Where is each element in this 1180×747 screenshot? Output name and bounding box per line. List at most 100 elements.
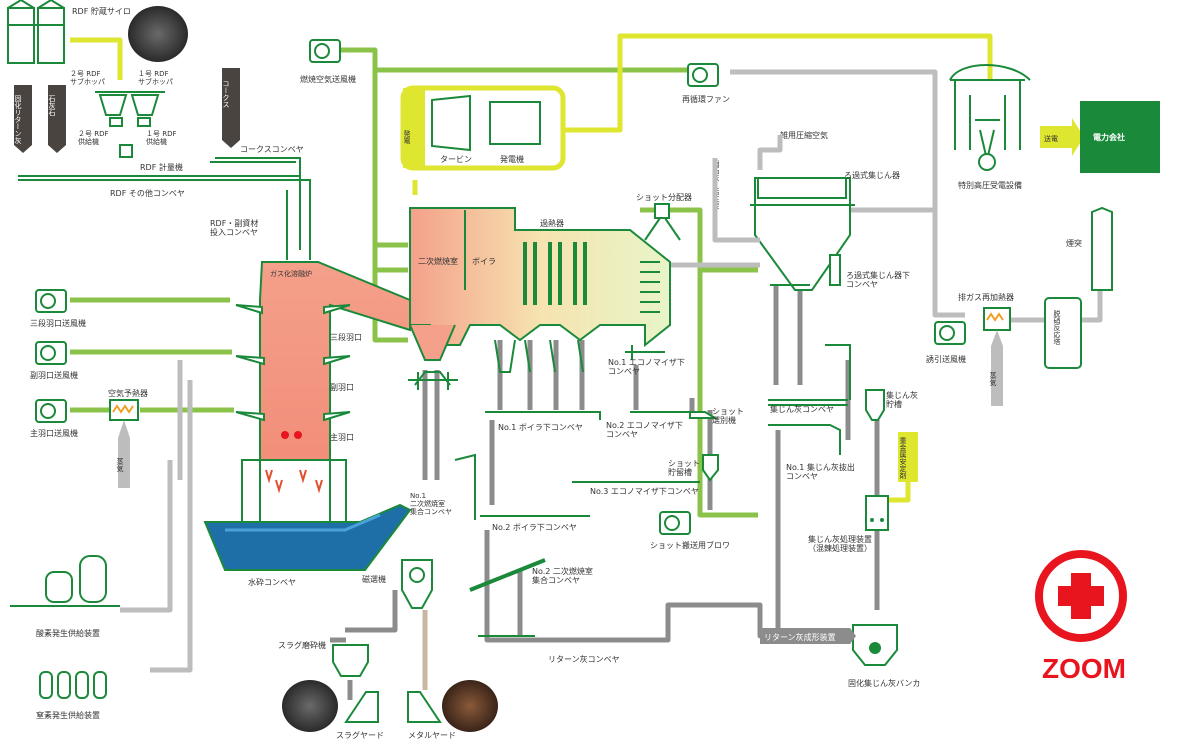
- fly-ash-conveyor-label: 集じん灰コンベヤ: [770, 404, 834, 414]
- oxygen-supply-icon: [10, 555, 120, 607]
- solid-return-ash-label: 固化リターン灰: [14, 95, 22, 145]
- chimney-label: 煙突: [1066, 238, 1082, 248]
- metal-yard-icon: [407, 691, 442, 723]
- coke-conveyor-label: コークスコンベヤ: [240, 145, 304, 154]
- turbine-generator: [400, 85, 566, 171]
- solid-ash-bunker-label: 固化集じん灰バンカ: [848, 678, 920, 688]
- exhaust-reheater-label: 排ガス再加熱器: [958, 292, 1014, 302]
- substation-label: 特別高圧受電設備: [958, 180, 1022, 190]
- fly-ash-bin-label: 集じん灰貯槽: [886, 390, 918, 409]
- denox-tower: [1044, 297, 1082, 369]
- induced-fan-label: 誘引送風機: [926, 354, 966, 364]
- rdf-aux-conveyor-label: RDF・副資材投入コンベヤ: [210, 218, 258, 237]
- fly-ash-treatment-icon: [865, 495, 889, 531]
- recirc-fan-icon[interactable]: [687, 63, 719, 87]
- limestone-label: 石灰石: [48, 95, 56, 117]
- boiler2-conveyor-label: No.2 ボイラ下コンベヤ: [492, 523, 577, 532]
- lower-conveyors: [408, 344, 851, 637]
- main-tuyere-label: 主羽口: [330, 432, 354, 442]
- coke-label: コークス: [222, 80, 230, 108]
- turbine-label: タービン: [440, 155, 472, 164]
- material-columns: [14, 68, 240, 153]
- solid-ash-bunker-icon: [852, 624, 898, 666]
- secondary-combustion-label: 二次燃焼室: [418, 256, 458, 266]
- return-ash-forming-box: [760, 628, 856, 644]
- metal-yard-label: メタルヤード: [408, 731, 456, 740]
- return-ash-conveyor-label: リターン灰コンベヤ: [548, 654, 620, 664]
- boiler-label: ボイラ: [472, 257, 496, 266]
- rdf-silo: [7, 0, 65, 64]
- gasification-furnace: [235, 261, 411, 526]
- power-gen-side-label: 発電: [403, 129, 411, 144]
- transmission-label: 送電: [1044, 134, 1058, 143]
- superheater-label: 過熱器: [540, 218, 564, 228]
- third-tuyere-fan-icon[interactable]: [35, 289, 67, 313]
- third-tuyere-label: 三段羽口: [330, 332, 362, 342]
- rdf-silo-label: RDF 貯蔵サイロ: [72, 6, 131, 16]
- grey-lines: [120, 69, 1103, 700]
- rdf-pellets-photo: [128, 6, 188, 62]
- zoom-button[interactable]: [1035, 550, 1127, 642]
- shot-distributor-icon: [644, 203, 681, 241]
- induced-fan-icon[interactable]: [934, 321, 966, 345]
- tuyere-fans: [35, 289, 67, 423]
- combustion-air-fan-icon[interactable]: [309, 39, 341, 63]
- slag-crusher-label: スラグ磨砕機: [278, 640, 326, 650]
- heavy-metal-stabilizer-box: [898, 432, 918, 482]
- heavy-metal-stabilizer-label: 重金属安定剤: [899, 437, 907, 480]
- bag-filter-conveyor-label: ろ過式集じん器下コンベヤ: [846, 270, 910, 289]
- water-crush-conveyor-label: 水砕コンベヤ: [248, 577, 296, 587]
- shot-sorter-label: ショット選別機: [712, 407, 744, 425]
- magnetic-separator-icon: [401, 559, 433, 609]
- slag-yard-label: スラグヤード: [336, 730, 384, 740]
- shot-storage-label: ショット貯留槽: [668, 459, 700, 477]
- power-company-label: 電力会社: [1093, 132, 1125, 142]
- metal-photo: [442, 680, 498, 732]
- shot-blower-icon[interactable]: [659, 511, 691, 535]
- main-tuyere-fan-icon[interactable]: [35, 399, 67, 423]
- bag-filter-label: ろ過式集じん器: [844, 170, 900, 180]
- gasification-furnace-label: ガス化溶融炉: [270, 269, 312, 278]
- denox-tower-label: 脱硝反応塔: [1053, 309, 1061, 346]
- bag-filter: [750, 177, 855, 291]
- eco2-conveyor-label: No.2 エコノマイザ下コンベヤ: [606, 421, 683, 439]
- shot-distributor-label: ショット分配器: [636, 193, 692, 202]
- water-crush-conveyor: [203, 503, 412, 571]
- third-tuyere-fan-label: 三段羽口送風機: [30, 318, 86, 328]
- air-lines: [70, 47, 758, 518]
- sec-comb2-conveyor-label: No.2 二次燃焼室集合コンベヤ: [532, 566, 593, 585]
- sub-tuyere-fan-label: 副羽口送風機: [30, 370, 78, 380]
- rdf-conveyors: [18, 157, 311, 260]
- return-ash-forming-label: リターン灰成形装置: [764, 632, 836, 642]
- sub-tuyere-fan-icon[interactable]: [35, 341, 67, 365]
- shot-blower-label: ショット搬送用ブロワ: [650, 540, 730, 550]
- steam-label-left: 蒸気: [116, 457, 124, 473]
- exhaust-reheater-icon: [983, 307, 1011, 406]
- slag-yard-icon: [344, 691, 379, 723]
- eco1-conveyor-label: No.1 エコノマイザ下コンベヤ: [608, 358, 685, 376]
- hoppers: [95, 91, 165, 158]
- fly-ash-out1-label: No.1 集じん灰抜出コンベヤ: [786, 462, 855, 481]
- air-preheater-label: 空気予熱器: [108, 388, 148, 398]
- recirc-fan-label: 再循環ファン: [682, 94, 730, 104]
- fly-ash-bin-icon: [865, 389, 885, 421]
- sub-tuyere-label: 副羽口: [330, 383, 354, 392]
- shot-storage-icon: [702, 454, 719, 482]
- main-tuyere-fan-label: 主羽口送風機: [30, 428, 78, 438]
- rdf-meter-label: RDF 計量機: [140, 162, 183, 172]
- zoom-label: ZOOM: [1042, 653, 1126, 684]
- boiler1-conveyor-label: No.1 ボイラ下コンベヤ: [498, 423, 583, 432]
- nitrogen-supply-label: 窒素発生供給装置: [36, 710, 100, 720]
- rdf-other-conveyor-label: RDF その他コンベヤ: [110, 188, 185, 198]
- boiler: [409, 207, 671, 386]
- slag-crusher-icon: [332, 644, 369, 677]
- combustion-air-fan-label: 燃焼空気送風機: [300, 74, 356, 84]
- instrument-air-label: 雑用圧縮空気: [780, 130, 828, 140]
- power-company-box[interactable]: [1080, 101, 1160, 173]
- oxygen-supply-label: 酸素発生供給装置: [36, 628, 100, 638]
